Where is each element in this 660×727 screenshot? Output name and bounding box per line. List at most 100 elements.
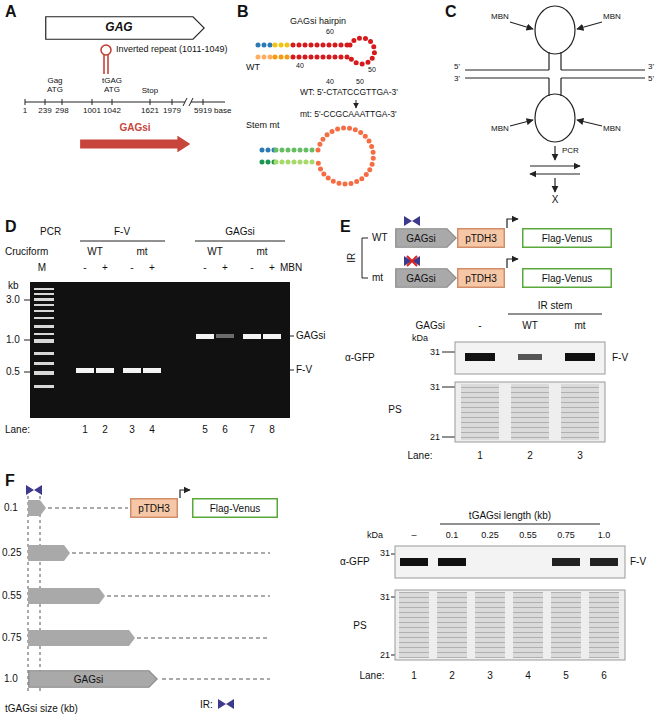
label-text: 4 [525,670,531,682]
arrow-outline [29,671,158,688]
truncation-constructs [28,496,270,692]
label-text: 5' [454,62,460,71]
label-text: IR [346,253,358,263]
cruciform-dna [465,6,645,192]
label-text: Cruciform [5,246,48,258]
label-text: 2 [449,670,455,682]
label-text: F-V [296,364,312,376]
label-text: 3 [129,424,135,436]
label-text: 1 [82,424,88,436]
label-text: - [83,262,86,274]
node-text: Flag-Venus [542,273,593,284]
node-text: pTDH3 [465,273,497,284]
legend-sample [217,698,235,710]
label-text: Lane: [5,424,30,436]
arrow-outline [396,269,457,288]
label-text: F-V [114,226,130,238]
label-text: kDa [412,333,428,343]
box-outline [193,499,278,518]
node-text: GAGsi [406,233,435,244]
label-text: GAGsi hairpin [290,16,346,26]
label-text: – [411,530,416,540]
node-text: pTDH3 [138,503,170,514]
label-text: PCR [562,146,579,155]
label-text: WT [207,246,223,258]
label-text: 3.0 [6,294,20,306]
label-text: PS [388,404,401,416]
label-text: 1.0 [4,673,18,685]
label-text: base [214,106,231,115]
label-text: α-GFP [345,352,375,364]
label-text: - [478,320,481,332]
gene-arrow: GAGsi [395,228,457,248]
label-text: α-GFP [340,556,370,568]
label-text: 0.75 [557,530,575,540]
label-text: + [222,262,228,274]
label-text: 6 [601,670,607,682]
label-text: 31 [380,592,390,602]
construct-box: Flag-Venus [192,498,278,518]
node-text-holder: GAGsi [395,268,447,288]
label-text: 0.1 [446,530,459,540]
construct-box: pTDH3 [457,228,505,248]
node-text-holder: GAGsi [395,228,447,248]
label-text: 8 [269,424,275,436]
box-outline [131,499,178,518]
node-text: GAGsi [74,674,103,685]
label-text: 4 [149,424,155,436]
label-text: mt [372,272,383,284]
label-text: 6 [222,424,228,436]
label-text: GAGsi [416,320,445,332]
label-text: B [237,3,249,21]
legend-item: IR: [200,698,235,710]
mutation-cross [407,256,417,266]
hairpin-icon [101,45,111,74]
label-text: 1 [23,106,27,115]
wt-hairpin-structure [258,38,375,64]
mt-hairpin-structure [262,128,373,184]
label-text: C [445,3,457,21]
label-text: Gag ATG [42,76,68,94]
node-text: Flag-Venus [210,503,261,514]
label-text: WT [372,232,388,244]
ir-icon [26,216,420,495]
label-text: tGAG ATG [97,76,127,94]
label-text: tGAGsi length (kb) [469,510,551,522]
ir-icon [218,699,234,709]
label-text: 31 [430,347,440,357]
node-text: Flag-Venus [542,233,593,244]
node-shape [80,136,190,152]
label-text: 1.0 [6,334,20,346]
label-text: 1621 [141,106,159,115]
label-text: Inverted repeat (1011-1049) [116,44,227,54]
sequence-axis [25,98,225,106]
label-text: 50 [356,78,364,86]
node-text-holder: GAG [45,16,193,40]
label-text: 0.5 [6,366,20,378]
label-text: mt [574,320,585,332]
label-text: kDa [367,530,383,540]
node-text: GAGsi [406,273,435,284]
box-outline [458,229,505,248]
label-text: - [203,262,206,274]
gene-arrow: GAGsi [395,268,457,288]
label-text: MBN [603,124,621,133]
construct-box: pTDH3 [457,268,505,288]
label-text: WT: 5'-CTATCCGTTGA-3' [300,88,398,98]
label-text: GAGsi [225,226,254,238]
label-text: + [149,262,155,274]
label-text: 1979 [163,106,181,115]
node-text-holder: Flag-Venus [192,498,278,518]
label-text: M [38,262,46,274]
label-text: Stem mt [246,120,280,130]
label-text: 21 [380,650,390,660]
construct-box: Flag-Venus [522,228,612,248]
label-text: 0.1 [4,502,18,514]
box-outline [523,269,612,288]
arrow-outline [396,229,457,248]
label-text: 0.55 [519,530,537,540]
label-text: 3 [577,450,583,462]
western-blot-e [442,314,605,442]
label-text: 3' [648,62,654,71]
